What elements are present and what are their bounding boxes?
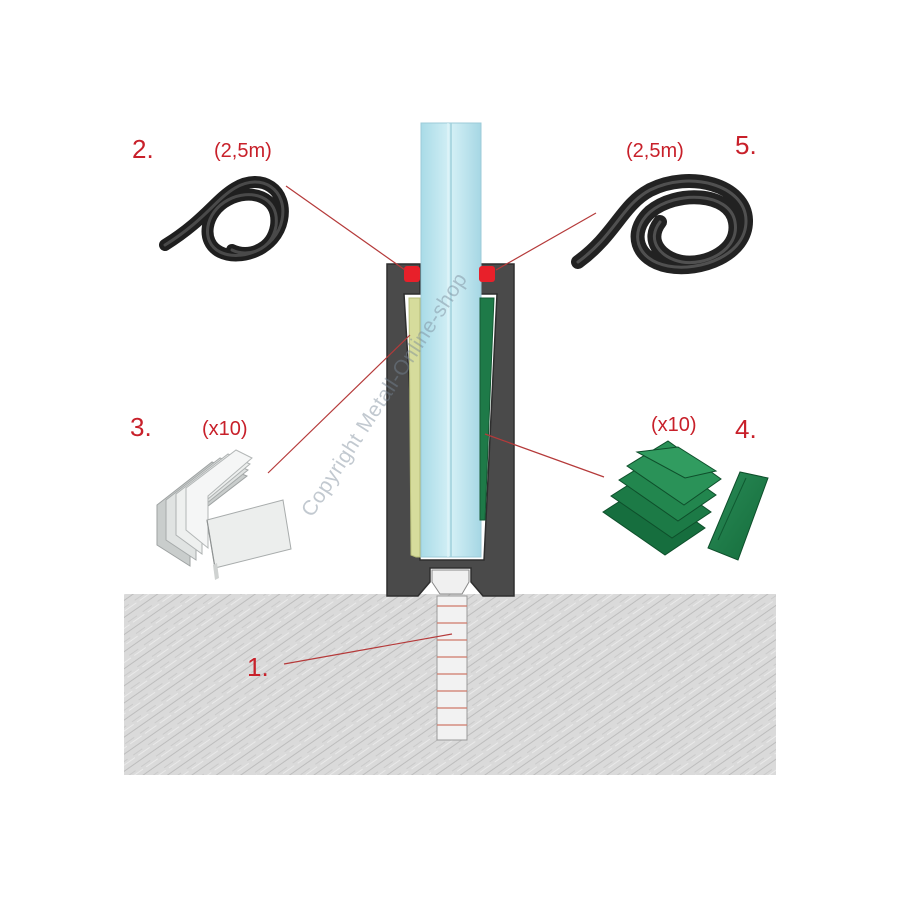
leader-line-5 xyxy=(495,212,597,271)
wedge-in-profile xyxy=(479,297,495,521)
gasket-top-right xyxy=(479,266,495,282)
anchor-bolt xyxy=(436,595,468,741)
gasket-coil-right xyxy=(571,174,754,275)
glass-pane xyxy=(420,122,482,558)
leader-line-3 xyxy=(267,334,411,474)
wedges-stack xyxy=(602,440,769,561)
label-item-1: 1. xyxy=(247,652,269,682)
label-qty-gasket-right: (2,5m) xyxy=(626,140,684,162)
leader-line-1 xyxy=(283,633,453,665)
label-item-2: 2. xyxy=(132,134,154,164)
gasket-top-left xyxy=(404,266,420,282)
label-qty-wedges: (x10) xyxy=(651,414,697,436)
u-profile xyxy=(386,263,515,597)
label-item-5: 5. xyxy=(735,130,757,160)
label-qty-gasket-left: (2,5m) xyxy=(214,140,272,162)
shims-stack xyxy=(156,449,292,580)
leader-line-4 xyxy=(484,433,605,478)
label-item-4: 4. xyxy=(735,414,757,444)
shim-in-profile xyxy=(408,297,421,558)
label-item-3: 3. xyxy=(130,412,152,442)
bolt-head xyxy=(431,569,470,595)
leader-line-2 xyxy=(285,185,406,271)
gasket-coil-left xyxy=(159,176,289,262)
label-qty-shims: (x10) xyxy=(202,418,248,440)
